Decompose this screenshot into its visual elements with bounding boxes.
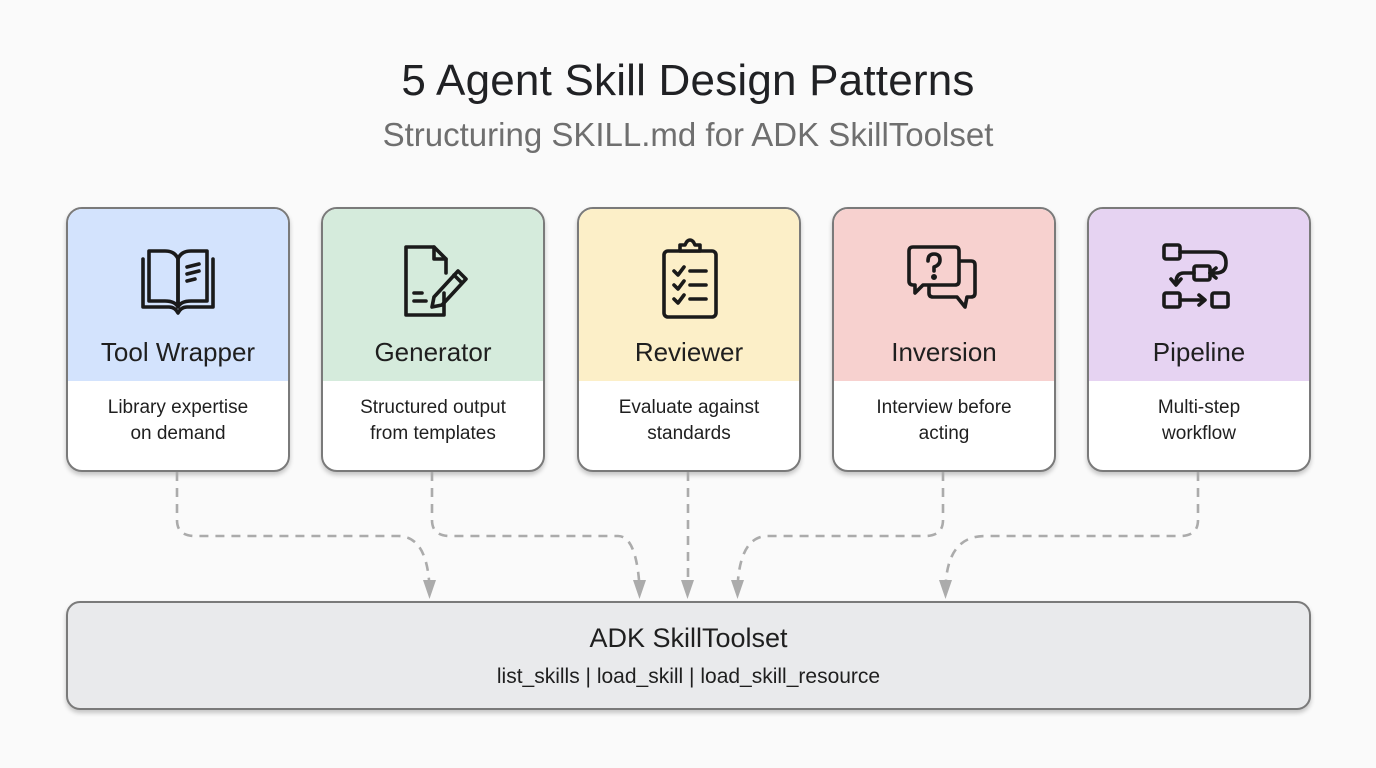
pattern-card-header: Inversion <box>834 209 1054 381</box>
pattern-card-header: Pipeline <box>1089 209 1309 381</box>
diagram-subtitle: Structuring SKILL.md for ADK SkillToolse… <box>382 116 994 153</box>
connector-inversion <box>736 472 945 581</box>
pattern-card-generator: Generator Structured output from templat… <box>321 207 545 472</box>
pattern-description-line: Library expertise <box>107 397 249 418</box>
pattern-description-line: workflow <box>1162 423 1236 444</box>
pattern-description-line: Structured output <box>360 397 506 418</box>
diagram-title: 5 Agent Skill Design Patterns <box>401 56 975 105</box>
pattern-description-line: Multi-step <box>1157 397 1241 418</box>
pattern-title: Generator <box>374 337 492 367</box>
pattern-title: Reviewer <box>634 337 744 367</box>
pattern-card-pipeline: Pipeline Multi-step workflow <box>1087 207 1311 472</box>
pattern-description-line: acting <box>918 423 970 444</box>
pattern-title: Pipeline <box>1152 337 1246 367</box>
toolset-methods: list_skills | load_skill | load_skill_re… <box>496 665 881 688</box>
arrowhead-icon <box>731 580 744 599</box>
pattern-description: Structured output from templates <box>331 395 535 447</box>
arrowhead-icon <box>633 580 646 599</box>
question-chat-bubbles-icon <box>899 237 989 327</box>
pattern-card-header: Reviewer <box>579 209 799 381</box>
pattern-description-line: Evaluate against <box>618 397 760 418</box>
pattern-card-tool-wrapper: Tool Wrapper Library expertise on demand <box>66 207 290 472</box>
pattern-description: Library expertise on demand <box>76 395 280 447</box>
pattern-card-header: Generator <box>323 209 543 381</box>
arrowhead-icon <box>681 580 694 599</box>
toolset-title: ADK SkillToolset <box>589 623 788 653</box>
pattern-description-line: standards <box>647 423 731 444</box>
pattern-description: Interview before acting <box>842 395 1046 447</box>
connector-pipeline <box>944 472 1200 581</box>
workflow-steps-icon <box>1154 237 1244 327</box>
pattern-description-line: on demand <box>130 423 226 444</box>
pattern-card-reviewer: Reviewer Evaluate against standards <box>577 207 801 472</box>
arrowhead-icon <box>939 580 952 599</box>
pattern-title: Tool Wrapper <box>100 337 256 367</box>
clipboard-checklist-icon <box>644 237 734 327</box>
connector-generator <box>430 472 641 581</box>
pattern-description: Multi-step workflow <box>1097 395 1301 447</box>
pattern-description-line: from templates <box>370 423 496 444</box>
pattern-description: Evaluate against standards <box>587 395 791 447</box>
pattern-card-header: Tool Wrapper <box>68 209 288 381</box>
arrowhead-icon <box>423 580 436 599</box>
open-book-icon <box>133 237 223 327</box>
pattern-card-inversion: Inversion Interview before acting <box>832 207 1056 472</box>
connector-tool-wrapper <box>175 472 431 581</box>
document-pencil-icon <box>388 237 478 327</box>
adk-skill-toolset-box: ADK SkillToolset list_skills | load_skil… <box>66 601 1311 710</box>
pattern-title: Inversion <box>891 337 997 367</box>
pattern-description-line: Interview before <box>876 397 1012 418</box>
